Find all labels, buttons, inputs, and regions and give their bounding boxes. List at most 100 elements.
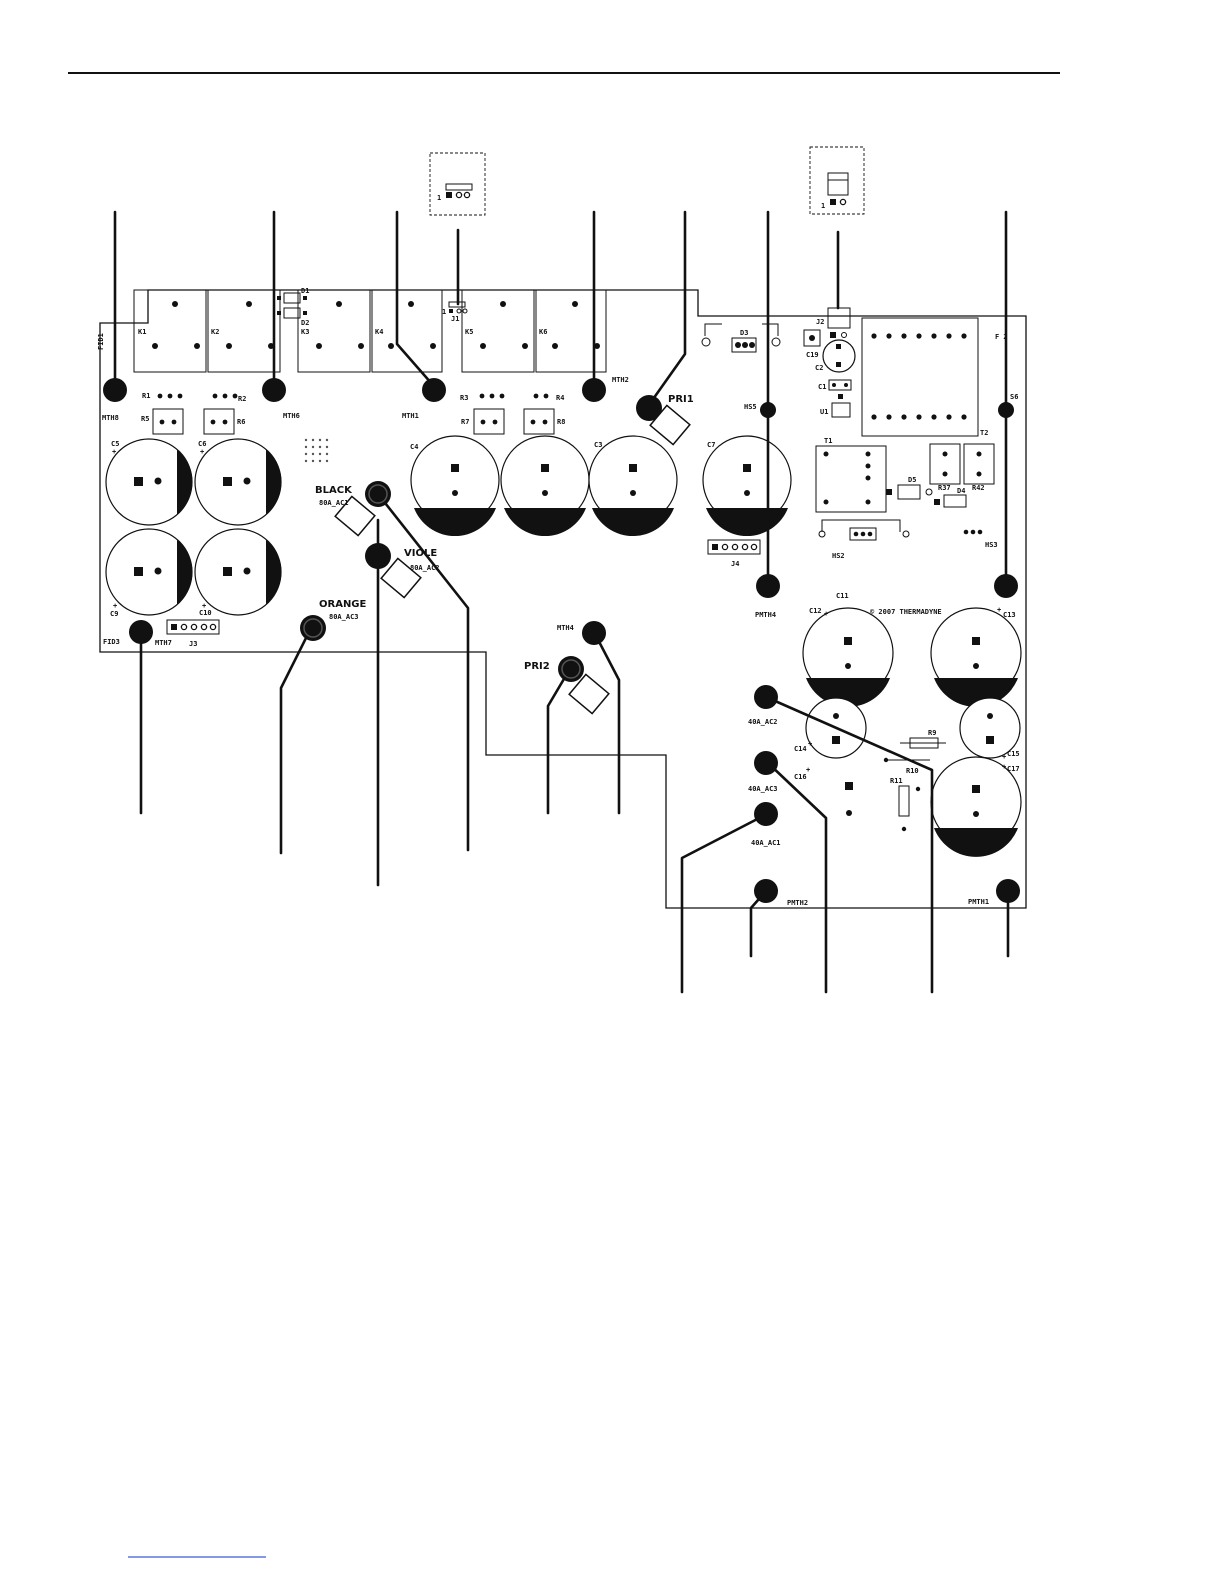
- hole-pmth1: [996, 879, 1020, 903]
- terminal-black: [334, 481, 391, 537]
- label-mth8: MTH8: [102, 414, 119, 422]
- label-mth6: MTH6: [283, 412, 300, 420]
- svg-text:C5: C5: [111, 440, 119, 448]
- small-parts-topright: C19 C2 C1 U1: [803, 329, 856, 418]
- capacitor-bank-middle: C4 C3 C7: [410, 435, 792, 537]
- label-40a-ac2: 40A_AC2: [748, 718, 778, 726]
- svg-text:C1: C1: [818, 383, 826, 391]
- svg-text:+: +: [200, 448, 204, 456]
- svg-text:+: +: [997, 606, 1001, 614]
- label-black: BLACK: [315, 485, 353, 496]
- label-mth7: MTH7: [155, 639, 172, 647]
- resistor-group-mid: R3 R4 R7 R8: [460, 393, 565, 435]
- svg-text:1: 1: [437, 194, 441, 202]
- svg-text:C10: C10: [199, 609, 212, 617]
- capacitor-c7: [702, 435, 792, 537]
- svg-text:D3: D3: [740, 329, 748, 337]
- relay-k1: [133, 289, 207, 373]
- svg-text:HS3: HS3: [985, 541, 998, 549]
- hole-mth1: [422, 378, 446, 402]
- svg-text:C12: C12: [809, 607, 822, 615]
- j2-inset: 1: [809, 146, 865, 215]
- svg-text:J2: J2: [816, 318, 824, 326]
- capacitor-c12: [802, 607, 894, 707]
- control-module: F 2: [861, 317, 1008, 437]
- svg-text:C2: C2: [815, 364, 823, 372]
- label-pri1: PRI1: [668, 394, 694, 405]
- svg-text:T2: T2: [980, 429, 988, 437]
- svg-text:R42: R42: [972, 484, 985, 492]
- svg-text:+: +: [806, 766, 810, 774]
- label-mth4: MTH4: [557, 624, 574, 632]
- relay-k4: [371, 289, 443, 373]
- svg-text:C16: C16: [794, 773, 807, 781]
- label-80a-ac3: 80A_AC3: [329, 613, 359, 621]
- capacitor-c17: [930, 756, 1022, 857]
- resistor-group-left: R1 R2 R5 R6: [141, 392, 246, 435]
- svg-text:+: +: [808, 740, 812, 748]
- svg-text:C17: C17: [1007, 765, 1020, 773]
- label-k2: K2: [211, 328, 219, 336]
- svg-text:C15: C15: [1007, 750, 1020, 758]
- svg-text:U1: U1: [820, 408, 828, 416]
- hole-mth6: [262, 378, 286, 402]
- svg-text:R11: R11: [890, 777, 903, 785]
- svg-text:1: 1: [442, 308, 446, 316]
- hole-hs5: [760, 402, 776, 418]
- hole-mth8: [103, 378, 127, 402]
- label-k4: K4: [375, 328, 383, 336]
- label-k3: K3: [301, 328, 309, 336]
- capacitor-c3-left: [500, 435, 590, 537]
- terminal-pri1: [636, 395, 691, 446]
- label-pmth2: PMTH2: [787, 899, 808, 907]
- svg-text:C13: C13: [1003, 611, 1016, 619]
- label-k1: K1: [138, 328, 146, 336]
- via-grid: [304, 438, 329, 463]
- capacitor-c6: [194, 438, 282, 526]
- capacitor-c13: [930, 607, 1022, 707]
- relay-k3: [297, 289, 371, 373]
- capacitor-bank-left: C5 + C6 + + C9 + C10: [105, 438, 282, 618]
- hole-pmth2: [754, 879, 778, 903]
- svg-text:J4: J4: [731, 560, 739, 568]
- terminal-pri2: [558, 656, 610, 715]
- svg-text:C6: C6: [198, 440, 206, 448]
- label-pmth1: PMTH1: [968, 898, 989, 906]
- capacitor-c16: [845, 782, 853, 816]
- svg-text:C11: C11: [836, 592, 849, 600]
- label-k5: K5: [465, 328, 473, 336]
- capacitor-c10: [194, 528, 282, 616]
- copyright-mark: © 2007 THERMADYNE: [870, 608, 942, 616]
- label-hs5: HS5: [744, 403, 757, 411]
- hole-40a-ac1: [754, 802, 778, 826]
- terminal-violet: [365, 543, 422, 599]
- hole-s6: [998, 402, 1014, 418]
- capacitor-c3: [588, 435, 678, 537]
- capacitor-bank-right: C11 C12 + C13 + C14 + C15 + C16 + C17 +: [794, 592, 1022, 857]
- label-violet: VIOLE: [404, 548, 437, 559]
- svg-text:C19: C19: [806, 351, 819, 359]
- relay-k2: [207, 289, 281, 373]
- svg-text:D2: D2: [301, 319, 309, 327]
- svg-text:R5: R5: [141, 415, 149, 423]
- label-mth2: MTH2: [612, 376, 629, 384]
- hole-mth2: [582, 378, 606, 402]
- svg-text:J3: J3: [189, 640, 197, 648]
- label-pmth4: PMTH4: [755, 611, 776, 619]
- relay-k6: [535, 289, 607, 373]
- label-fid1: FID1: [97, 333, 105, 350]
- leader-lines: [113, 210, 1010, 994]
- svg-text:C9: C9: [110, 610, 118, 618]
- svg-text:+: +: [112, 448, 116, 456]
- svg-text:T1: T1: [824, 437, 832, 445]
- svg-text:R7: R7: [461, 418, 469, 426]
- terminal-orange: [300, 615, 326, 641]
- svg-text:D4: D4: [957, 487, 965, 495]
- relay-row: K1 K2 K3 K4 K5 K6: [133, 289, 607, 373]
- svg-text:+: +: [1002, 753, 1006, 761]
- svg-text:R37: R37: [938, 484, 951, 492]
- connector-j4: J4: [707, 539, 761, 568]
- svg-text:R6: R6: [237, 418, 245, 426]
